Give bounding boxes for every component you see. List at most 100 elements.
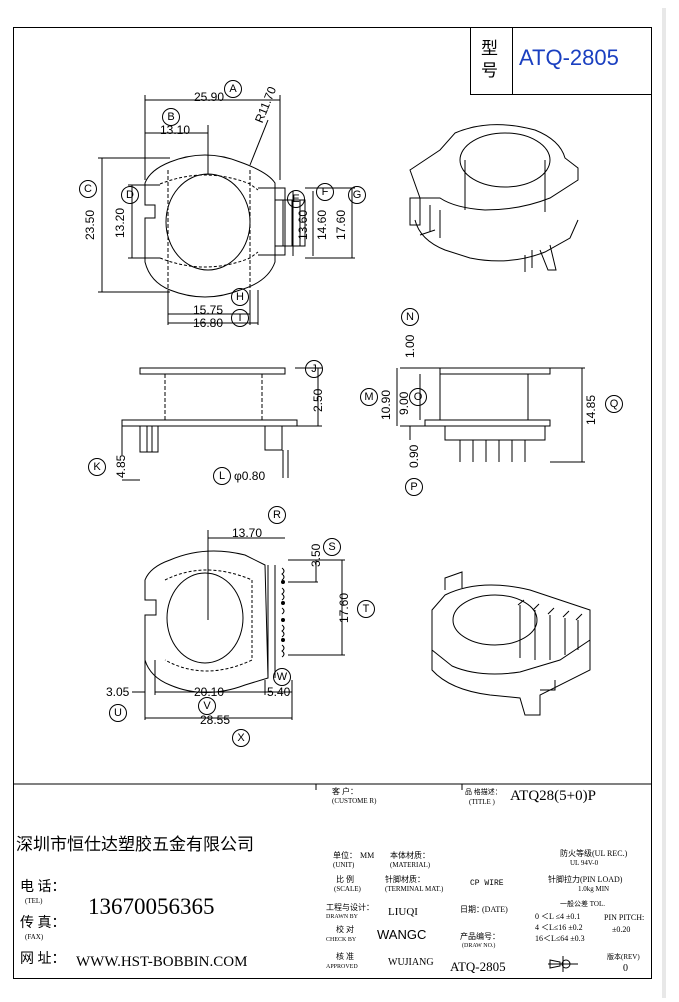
- title-value: ATQ28(5+0)P: [510, 788, 596, 804]
- terminal-value: CP WIRE: [470, 879, 504, 888]
- side-view: [396, 367, 585, 463]
- callout-x: X: [232, 729, 250, 747]
- page-shadow: [662, 8, 666, 998]
- dim-13-60: 13.60: [296, 209, 310, 240]
- dim-phi-0-80: φ0.80: [234, 469, 266, 483]
- material-label-en: (MATERIAL): [390, 861, 431, 869]
- check-value: WANGC: [377, 927, 427, 942]
- model-box: [470, 27, 652, 95]
- dim-1-00: 1.00: [403, 334, 417, 358]
- unit-value: MM: [360, 851, 375, 860]
- tel-label-cn: 电 话：: [20, 880, 66, 895]
- rev-value: 0: [623, 963, 628, 974]
- iso-view-top: [409, 124, 579, 272]
- callout-d: D: [121, 186, 139, 204]
- drawn-label-en: DRAWN BY: [326, 914, 359, 920]
- web-label-cn: 网 址：: [20, 952, 66, 967]
- tolerance-title: 一般公差 TOL.: [560, 900, 605, 908]
- drawing-frame: [13, 27, 652, 979]
- projection-symbol: [548, 956, 578, 972]
- check-label-en: CHECK BY: [326, 937, 357, 943]
- callout-h: H: [231, 288, 249, 306]
- callout-j: J: [305, 360, 323, 378]
- pinload-label: 针脚拉力(PIN LOAD): [548, 875, 623, 884]
- tolerance-3: 16＜L≤64 ±0.3: [535, 934, 585, 943]
- callout-n: N: [401, 308, 419, 326]
- dim-10-90: 10.90: [379, 389, 393, 420]
- iso-view-bottom: [431, 571, 591, 716]
- dim-13-10: 13.10: [160, 123, 191, 137]
- unit-label-en: (UNIT): [333, 861, 355, 869]
- drawno-label-en: (DRAW NO.): [462, 943, 496, 949]
- terminal-label-cn: 针脚材质：: [385, 875, 425, 884]
- callout-f: F: [316, 183, 334, 201]
- flame-label: 防火等级(UL REC.): [560, 849, 628, 858]
- callout-q: Q: [605, 395, 623, 413]
- bottom-view: [132, 530, 345, 720]
- pinload-value: 1.0kg MIN: [578, 885, 610, 893]
- dim-16-80: 16.80: [193, 316, 224, 330]
- callout-w: W: [273, 668, 291, 686]
- customer-label-cn: 客 户：: [332, 787, 358, 796]
- approved-label-en: APPROVED: [326, 964, 358, 970]
- dim-3-05: 3.05: [106, 685, 130, 699]
- model-box-divider: [512, 27, 513, 95]
- callout-r: R: [268, 506, 286, 524]
- customer-label-en: (CUSTOME R): [332, 797, 377, 805]
- approved-value: WUJIANG: [388, 957, 434, 968]
- technical-drawing: [13, 95, 652, 790]
- callout-p: P: [405, 478, 423, 496]
- scale-label-en: (SCALE): [334, 885, 361, 893]
- company-name: 深圳市恒仕达塑胶五金有限公司: [16, 835, 254, 854]
- title-block-grid: [13, 783, 652, 790]
- callout-k: K: [88, 458, 106, 476]
- title-label-en: (TITLE ): [469, 798, 495, 806]
- callout-a: A: [224, 80, 242, 98]
- pin-pitch-label: PIN PITCH:: [604, 913, 645, 922]
- web-value: WWW.HST-BOBBIN.COM: [76, 954, 248, 970]
- callout-i: I: [231, 309, 249, 327]
- callout-c: C: [79, 180, 97, 198]
- dim-4-85: 4.85: [114, 454, 128, 478]
- drawn-label-cn: 工程与设计：: [326, 903, 374, 912]
- callout-b: B: [162, 108, 180, 126]
- callout-g: G: [348, 186, 366, 204]
- callout-l: L: [213, 467, 231, 485]
- front-view: [121, 367, 322, 481]
- terminal-label-en: (TERMINAL MAT.): [385, 885, 444, 893]
- callout-e: E: [287, 190, 305, 208]
- material-label-cn: 本体材质：: [390, 851, 430, 860]
- model-label-bottom: 号: [481, 61, 498, 80]
- dim-2-50: 2.50: [311, 388, 325, 412]
- dim-20-10: 20.10: [194, 685, 225, 699]
- callout-m: M: [360, 388, 378, 406]
- tel-label-en: (TEL): [25, 897, 43, 905]
- dim-5-40: 5.40: [267, 685, 291, 699]
- callout-u: U: [109, 704, 127, 722]
- dim-17-60: 17.60: [334, 209, 348, 240]
- callout-v: V: [198, 697, 216, 715]
- flame-value: UL 94V-0: [570, 859, 599, 867]
- dim-14-60: 14.60: [315, 209, 329, 240]
- model-label-top: 型: [481, 39, 498, 58]
- callout-t: T: [357, 600, 375, 618]
- dim-17-60-bottom: 17.60: [337, 592, 351, 623]
- dim-25-90: 25.90: [194, 90, 225, 104]
- drawno-label-cn: 产品编号：: [460, 932, 500, 941]
- fax-label-cn: 传 真：: [20, 916, 66, 931]
- tolerance-1: 0 ＜L ≤4 ±0.1: [535, 912, 581, 921]
- dim-23-50: 23.50: [83, 209, 97, 240]
- unit-label-cn: 单位：: [333, 851, 357, 860]
- approved-label-cn: 核 准: [336, 952, 354, 961]
- dim-0-90: 0.90: [407, 444, 421, 468]
- scale-label-cn: 比 例: [336, 875, 354, 884]
- fax-label-en: (FAX): [25, 933, 44, 941]
- rev-label: 版本(REV): [607, 953, 640, 961]
- dim-14-85: 14.85: [584, 394, 598, 425]
- model-number: ATQ-2805: [519, 45, 619, 70]
- dim-13-20: 13.20: [113, 207, 127, 238]
- callout-s: S: [323, 538, 341, 556]
- title-label-cn: 品 格描述：: [465, 788, 502, 796]
- drawno-value: ATQ-2805: [450, 959, 506, 974]
